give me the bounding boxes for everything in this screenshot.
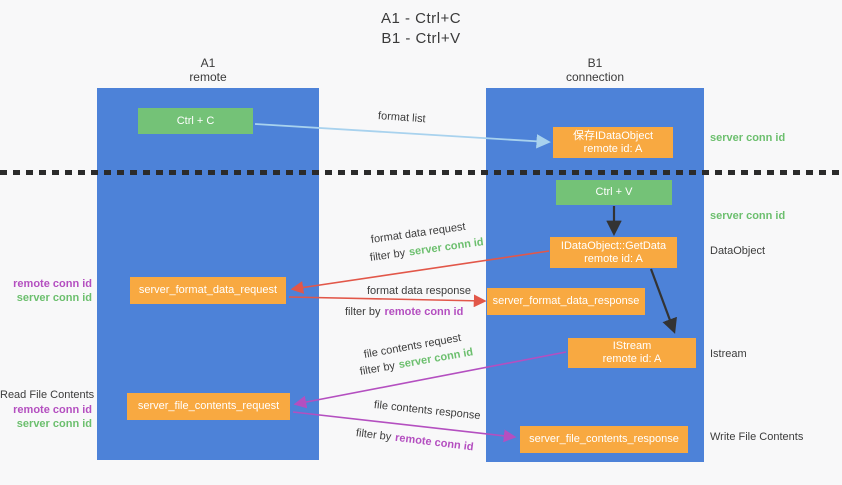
node-istream-line1: IStream bbox=[612, 340, 652, 352]
filter-key-remote-conn-id: remote conn id bbox=[394, 431, 475, 454]
node-file-request-label: server_file_contents_request bbox=[137, 400, 280, 412]
separator-dotted-line bbox=[0, 170, 842, 175]
side-label-remote-conn-id-bottom-left: remote conn id bbox=[13, 404, 92, 416]
header-a1-id: A1 bbox=[200, 56, 216, 70]
node-getdata-line1: IDataObject::GetData bbox=[560, 239, 667, 252]
node-ctrl-v: Ctrl + V bbox=[556, 180, 672, 205]
edge-label-format-data-response: format data response bbox=[367, 285, 471, 297]
side-label-server-conn-id-top-right: server conn id bbox=[710, 132, 786, 144]
side-label-server-conn-id-mid-right: server conn id bbox=[710, 210, 786, 222]
node-save-idataobject-line2: remote id: A bbox=[583, 142, 643, 155]
filter-key-server-conn-id: server conn id bbox=[408, 236, 485, 259]
side-label-dataobject: DataObject bbox=[710, 245, 766, 257]
diagram-title: A1 - Ctrl+C B1 - Ctrl+V bbox=[0, 9, 842, 49]
node-ctrl-c-label: Ctrl + C bbox=[176, 114, 215, 127]
node-file-response-label: server_file_contents_response bbox=[529, 433, 679, 445]
node-server-file-contents-request: server_file_contents_request bbox=[127, 393, 290, 420]
node-server-format-data-request: server_format_data_request bbox=[130, 277, 286, 304]
node-ctrl-v-label: Ctrl + V bbox=[595, 186, 633, 198]
edge-label-format-list: format list bbox=[377, 110, 426, 126]
node-server-format-data-response: server_format_data_response bbox=[487, 288, 645, 315]
side-label-write-file-contents: Write File Contents bbox=[710, 431, 804, 443]
title-line-1: A1 - Ctrl+C bbox=[380, 10, 462, 27]
node-istream: IStream remote id: A bbox=[568, 338, 696, 368]
node-istream-line2: remote id: A bbox=[602, 353, 662, 365]
edge-label-file-contents-response: file contents response bbox=[373, 399, 482, 423]
side-label-server-conn-id-top-left: server conn id bbox=[16, 292, 92, 304]
node-idataobject-getdata: IDataObject::GetData remote id: A bbox=[550, 237, 677, 268]
filter-prefix: filter by bbox=[345, 306, 381, 318]
node-save-idataobject: 保存IDataObject remote id: A bbox=[553, 127, 673, 158]
header-a1-role: remote bbox=[189, 70, 227, 84]
side-label-read-file-contents: Read File Contents bbox=[0, 389, 95, 401]
side-label-server-conn-id-bottom-left: server conn id bbox=[16, 418, 92, 430]
header-b1-id: B1 bbox=[587, 56, 603, 70]
filter-prefix: filter by bbox=[369, 247, 406, 264]
node-format-response-label: server_format_data_response bbox=[492, 295, 640, 307]
node-server-file-contents-response: server_file_contents_response bbox=[520, 426, 688, 453]
side-label-remote-conn-id-top-left: remote conn id bbox=[13, 278, 92, 290]
node-getdata-line2: remote id: A bbox=[584, 252, 643, 265]
header-b1-role: connection bbox=[565, 70, 625, 84]
node-save-idataobject-line1: 保存IDataObject bbox=[572, 129, 654, 142]
node-format-request-label: server_format_data_request bbox=[138, 284, 278, 296]
title-line-2: B1 - Ctrl+V bbox=[381, 30, 461, 47]
filter-prefix: filter by bbox=[358, 359, 396, 378]
header-a1: A1 remote bbox=[97, 56, 319, 84]
filter-key-remote-conn-id: remote conn id bbox=[384, 306, 464, 318]
node-ctrl-c: Ctrl + C bbox=[138, 108, 253, 134]
side-label-istream: Istream bbox=[710, 348, 747, 360]
filter-prefix: filter by bbox=[355, 427, 392, 444]
header-b1: B1 connection bbox=[486, 56, 704, 84]
